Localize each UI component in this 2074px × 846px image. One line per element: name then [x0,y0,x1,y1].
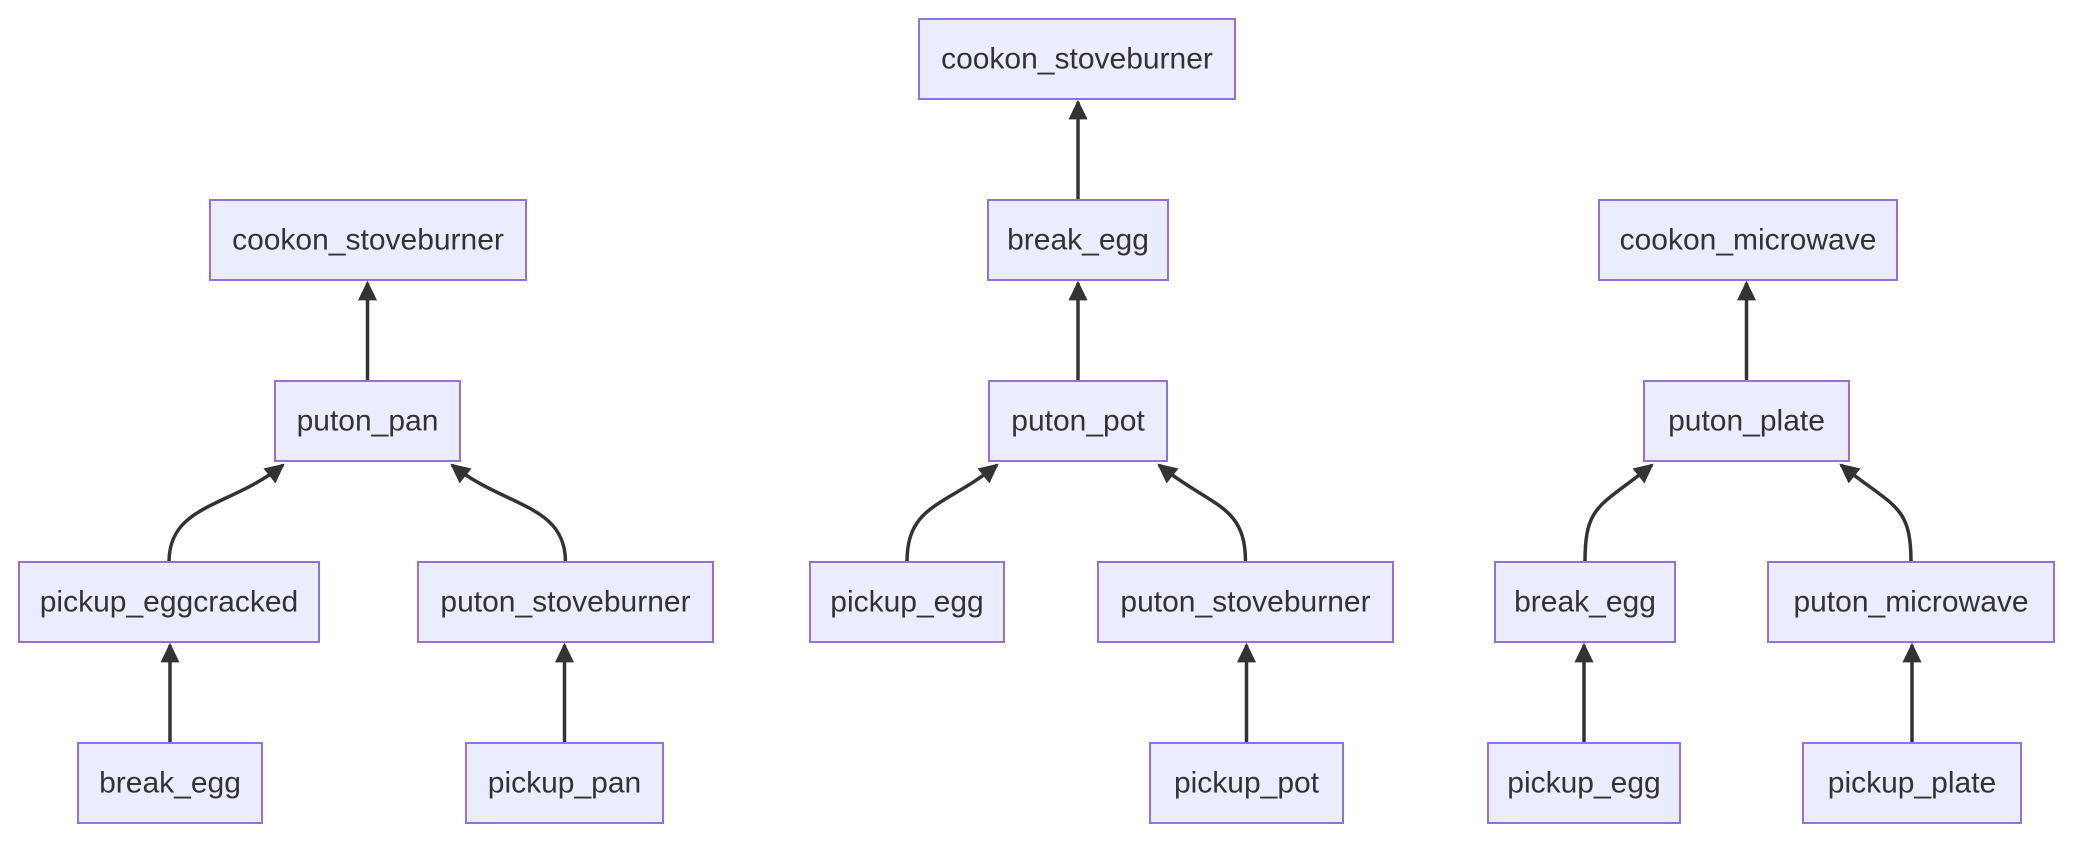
node-label: pickup_eggcracked [40,586,299,619]
node-label: puton_stoveburner [1120,586,1370,619]
edge-t2_pickup_egg-to-t2_puton_pot [905,463,999,563]
node-t2_puton_stoveburner: puton_stoveburner [1097,561,1394,643]
node-label: puton_pan [297,405,439,438]
node-box [465,742,664,824]
node-box [274,380,461,462]
node-box [1494,561,1676,643]
node-t1_pickup_pan: pickup_pan [465,742,664,824]
node-t3_pickup_plate: pickup_plate [1802,742,2022,824]
edge-t3_puton_microwave-to-t3_puton_plate [1839,463,1913,563]
node-t2_pickup_pot: pickup_pot [1149,742,1344,824]
node-label: puton_stoveburner [440,586,690,619]
node-box [18,561,320,643]
node-t2_puton_pot: puton_pot [988,380,1168,462]
node-label: puton_microwave [1793,586,2028,619]
node-t2_break_egg: break_egg [987,199,1169,281]
node-layer: cookon_stoveburner puton_pan pickup_eggcra… [18,18,2055,824]
node-label: break_egg [1514,586,1656,619]
node-box [417,561,714,643]
node-label: cookon_microwave [1620,224,1877,257]
node-box [209,199,527,281]
node-box [77,742,263,824]
node-label: cookon_stoveburner [232,224,504,257]
node-label: break_egg [99,767,241,800]
node-box [1097,561,1394,643]
node-box [809,561,1005,643]
node-label: pickup_egg [830,586,983,619]
node-box [1149,742,1344,824]
node-label: pickup_egg [1507,767,1660,800]
node-label: break_egg [1007,224,1149,257]
node-label: pickup_pan [488,767,641,800]
node-box [1598,199,1898,281]
node-t3_break_egg: break_egg [1494,561,1676,643]
node-box [1767,561,2055,643]
node-t3_cookon_microwave: cookon_microwave [1598,199,1898,281]
edge-t1_puton_stoveburner-to-t1_puton_pan [450,463,568,563]
node-label: puton_plate [1668,405,1825,438]
node-box [988,380,1168,462]
node-t1_cookon_stoveburner: cookon_stoveburner [209,199,527,281]
node-label: puton_pot [1011,405,1145,438]
node-t2_pickup_egg: pickup_egg [809,561,1005,643]
node-t2_cookon_stoveburner: cookon_stoveburner [918,18,1236,100]
node-label: pickup_plate [1828,767,1996,800]
node-label: cookon_stoveburner [941,43,1213,76]
node-box [1643,380,1850,462]
node-t1_puton_pan: puton_pan [274,380,461,462]
node-t3_pickup_egg: pickup_egg [1487,742,1681,824]
node-label: pickup_pot [1174,767,1320,800]
node-t3_puton_microwave: puton_microwave [1767,561,2055,643]
edge-t2_puton_stoveburner-to-t2_puton_pot [1157,463,1248,563]
node-box [1802,742,2022,824]
node-t3_puton_plate: puton_plate [1643,380,1850,462]
edge-t1_pickup_eggcracked-to-t1_puton_pan [167,463,285,563]
node-box [918,18,1236,100]
node-box [987,199,1169,281]
node-box [1487,742,1681,824]
node-t1_pickup_eggcracked: pickup_eggcracked [18,561,320,643]
node-t1_puton_stoveburner: puton_stoveburner [417,561,714,643]
edge-layer [160,99,1922,743]
node-t1_break_egg: break_egg [77,742,263,824]
edge-t3_break_egg-to-t3_puton_plate [1583,463,1654,563]
